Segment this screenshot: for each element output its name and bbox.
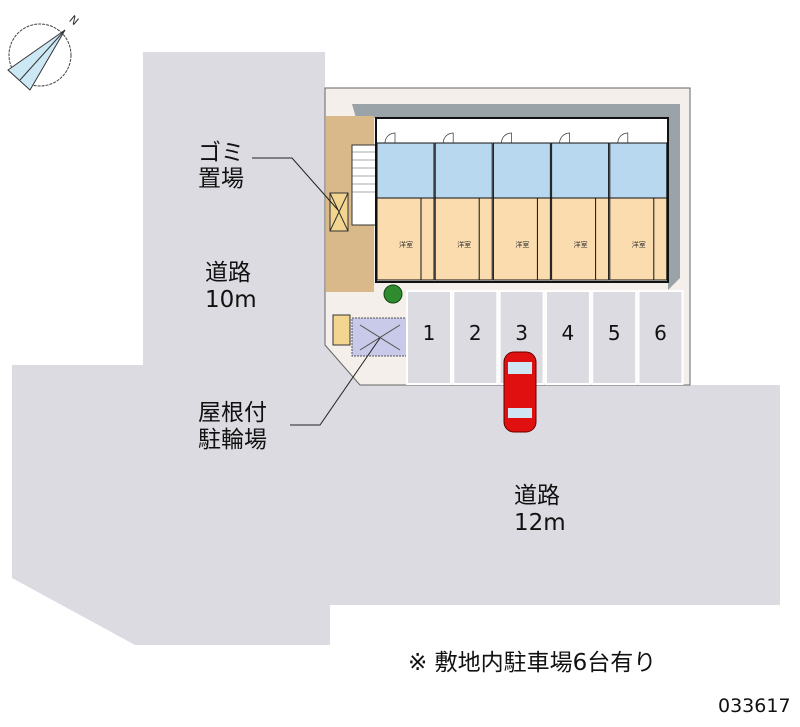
apartment-unit: 洋室 [492, 132, 551, 281]
apartment-unit: 洋室 [434, 132, 493, 281]
property-code: 033617 [718, 695, 791, 717]
road-bottom-label-1: 道路 [514, 483, 560, 509]
parking-space-number: 4 [562, 321, 575, 345]
parking-space [406, 290, 452, 385]
meter-box [332, 314, 351, 346]
road-bottom-label-2: 12m [514, 510, 566, 536]
stair-steps [352, 151, 376, 193]
room-label: 洋室 [515, 240, 529, 249]
parking-space [637, 290, 684, 385]
road-area [12, 52, 780, 645]
apartment-unit: 洋室 [609, 132, 668, 281]
road-left-label-2: 10m [205, 287, 257, 313]
parking-note: ※ 敷地内駐車場6台有り [408, 650, 656, 676]
garbage-label-1: ゴミ [198, 140, 244, 166]
room-label: 洋室 [457, 240, 471, 249]
apartment-unit: 洋室 [376, 132, 435, 281]
parking-space [544, 290, 591, 385]
parking-space [591, 290, 638, 385]
car-icon [503, 351, 537, 433]
parking-space-number: 2 [469, 321, 482, 345]
parking-space-number: 1 [423, 321, 436, 345]
parking-lot: 1 2 3 4 5 6 [406, 290, 684, 385]
room-label: 洋室 [632, 240, 646, 249]
bike-label-2: 駐輪場 [198, 427, 267, 453]
bike-label-1: 屋根付 [198, 400, 267, 426]
garbage-label-2: 置場 [198, 166, 244, 192]
parking-space [452, 290, 499, 385]
parking-space-number: 5 [608, 321, 621, 345]
tree-icon [383, 284, 403, 304]
room-label: 洋室 [574, 240, 588, 249]
apartment-units: 洋室 洋室 洋室 洋室 洋室 [375, 117, 669, 283]
room-label: 洋室 [399, 240, 413, 249]
road-left-label-1: 道路 [205, 260, 251, 286]
apartment-unit: 洋室 [551, 132, 610, 281]
compass-icon [7, 23, 72, 91]
stairs [351, 144, 377, 226]
leader-line-garbage [252, 157, 339, 211]
parking-space-number: 6 [654, 321, 667, 345]
parking-space-number: 3 [515, 321, 528, 345]
leader-line-bike [290, 337, 381, 426]
north-label: N [66, 13, 81, 28]
